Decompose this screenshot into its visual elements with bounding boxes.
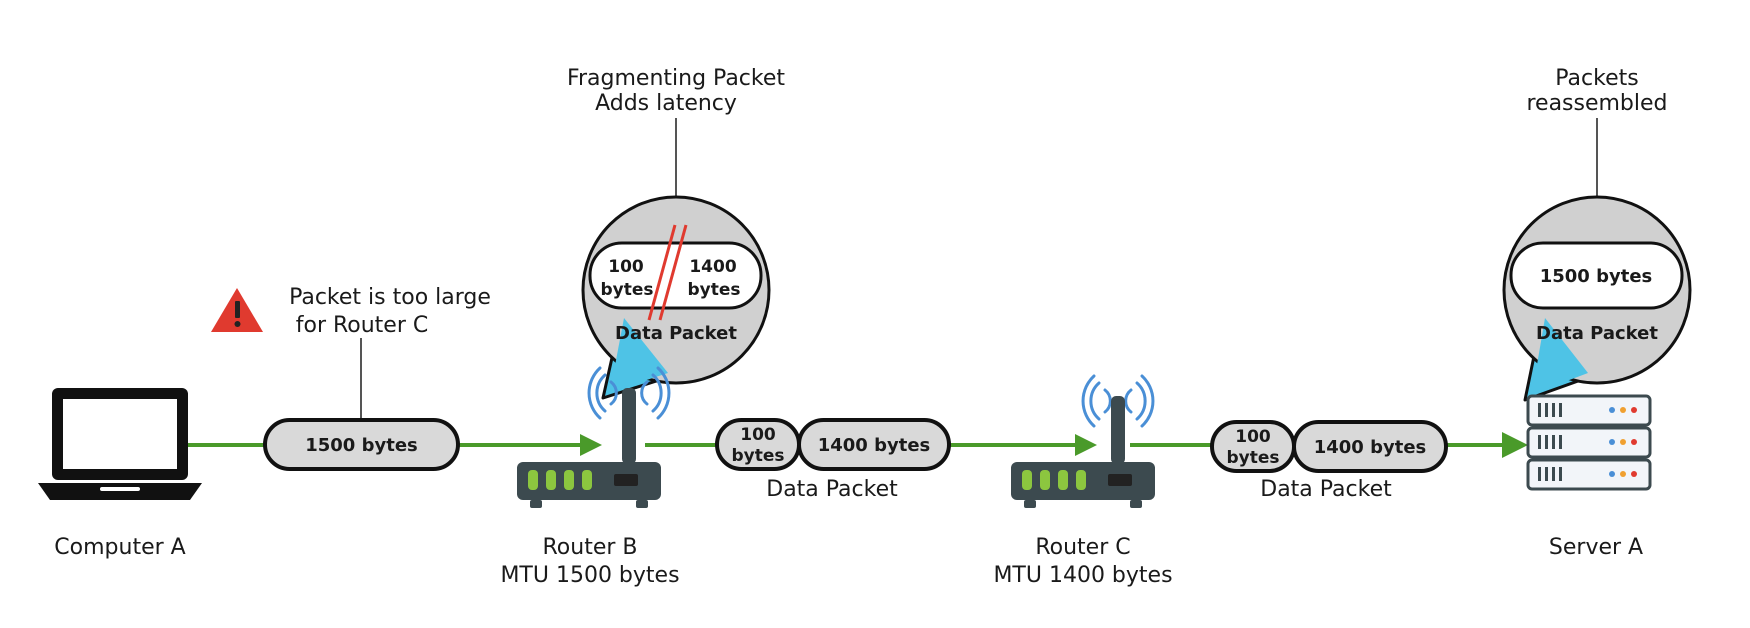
- data-packet-caption-c-to-server: Data Packet: [1260, 477, 1392, 502]
- reassemble-bubble: 1500 bytes Data Packet: [1502, 195, 1692, 402]
- fragment-callout-title2: Adds latency: [595, 91, 737, 116]
- reassemble-callout-title1: Packets: [1555, 66, 1638, 91]
- reassemble-bubble-caption: Data Packet: [1536, 323, 1658, 344]
- router-c-mtu: MTU 1400 bytes: [993, 563, 1172, 588]
- router-b-mtu: MTU 1500 bytes: [500, 563, 679, 588]
- arrowhead-server: [1502, 432, 1528, 458]
- warning-triangle-icon: [211, 288, 263, 332]
- fragment-bubble: 100 bytes 1400 bytes Data Packet: [581, 195, 771, 400]
- router-b-wifi-icon: [587, 366, 671, 420]
- server-a-label: Server A: [1549, 535, 1643, 560]
- fragment-cut-mark-1: [647, 224, 677, 321]
- packet-fragments-c-to-server: 100 bytes 1400 bytes: [1210, 420, 1448, 473]
- data-packet-caption-b-to-c: Data Packet: [766, 477, 898, 502]
- fragment-callout-title1: Fragmenting Packet: [567, 66, 785, 91]
- laptop-icon: [38, 388, 202, 500]
- router-b-label: Router B: [543, 535, 638, 560]
- router-b-icon: [517, 388, 661, 508]
- computer-a-label: Computer A: [54, 535, 185, 560]
- fragment-1400-label: 1400 bytes: [818, 435, 931, 456]
- router-c-wifi-icon: [1081, 374, 1155, 428]
- warning-text-line1: Packet is too large: [289, 285, 491, 310]
- packet-1500-label: 1500 bytes: [305, 435, 418, 456]
- arrowhead-router-b: [580, 434, 602, 456]
- reassemble-callout-title2: reassembled: [1526, 91, 1667, 116]
- fragment-bubble-caption: Data Packet: [615, 323, 737, 344]
- arrowhead-router-c: [1075, 434, 1097, 456]
- fragment-bubble-frag1-line2: bytes: [600, 280, 653, 300]
- router-c-label: Router C: [1035, 535, 1130, 560]
- fragment-100-line2: bytes: [1226, 448, 1279, 468]
- packet-1500: 1500 bytes: [263, 418, 460, 471]
- fragment-bubble-frag2-line2: bytes: [687, 280, 740, 300]
- reassemble-bubble-size: 1500 bytes: [1540, 266, 1653, 287]
- fragment-100-line1: 100: [740, 425, 776, 445]
- router-c-icon: [1011, 396, 1155, 508]
- packet-fragments-b-to-c: 100 bytes 1400 bytes: [715, 418, 951, 471]
- fragment-bubble-frag1-line1: 100: [608, 257, 644, 277]
- fragment-1400-label: 1400 bytes: [1314, 437, 1427, 458]
- fragment-cut-mark-2: [658, 224, 688, 321]
- warning-text-line2: for Router C: [296, 313, 429, 338]
- fragment-100-line1: 100: [1235, 427, 1271, 447]
- server-icon: [1526, 394, 1652, 491]
- fragment-100-line2: bytes: [731, 446, 784, 466]
- fragment-bubble-frag2-line1: 1400: [689, 257, 736, 277]
